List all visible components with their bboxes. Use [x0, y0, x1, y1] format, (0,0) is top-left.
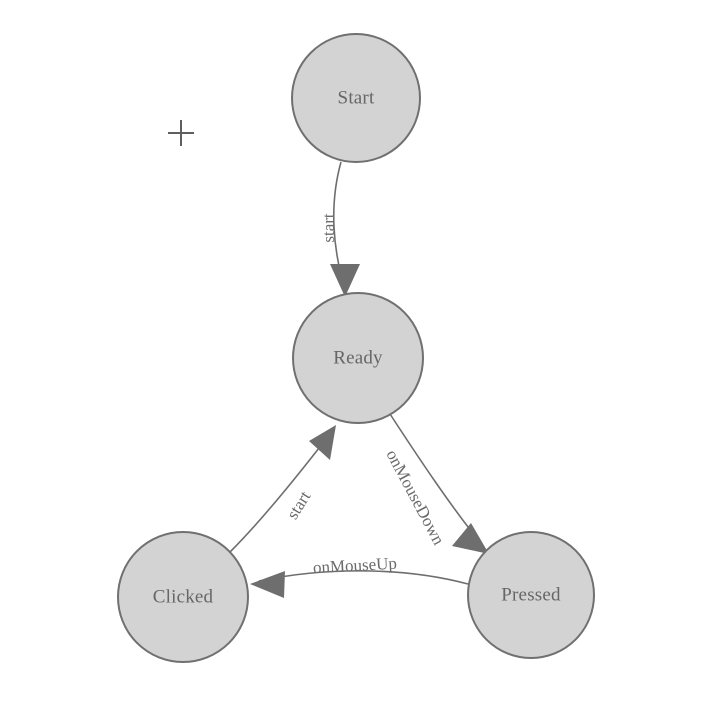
edge-pressed-to-clicked[interactable]: onMouseUp	[250, 554, 469, 598]
edge-label-group: onMouseDown	[382, 447, 448, 549]
arrow-head-icon	[250, 571, 285, 598]
node-circle[interactable]	[292, 292, 424, 424]
node-label-pressed: Pressed	[501, 584, 561, 605]
edge-label-group: start	[319, 213, 338, 243]
edge-label-start: start	[319, 213, 338, 243]
node-start[interactable]: Start	[291, 33, 421, 163]
markers-layer	[168, 120, 194, 146]
edge-label-onmousedown: onMouseDown	[382, 447, 448, 549]
edge-label-start-2: start	[283, 487, 315, 522]
crosshair-marker[interactable]	[168, 120, 194, 146]
edge-label-onmouseup: onMouseUp	[312, 554, 397, 577]
arrow-head-icon	[452, 523, 489, 554]
node-label-clicked: Clicked	[153, 586, 214, 607]
node-circle[interactable]	[467, 531, 595, 659]
arrow-head-icon	[309, 425, 336, 460]
edge-label-group: onMouseUp	[312, 554, 397, 577]
edge-line	[229, 433, 331, 553]
arrow-head-icon	[330, 264, 360, 297]
node-circle[interactable]	[117, 531, 249, 663]
node-clicked[interactable]: Clicked	[117, 531, 249, 663]
node-ready[interactable]: Ready	[292, 292, 424, 424]
node-circle[interactable]	[291, 33, 421, 163]
edge-ready-to-pressed[interactable]: onMouseDown	[382, 413, 489, 554]
nodes-layer: Start Ready Clicked Pressed	[117, 33, 595, 663]
edge-start-to-ready[interactable]: start	[319, 161, 360, 297]
node-label-start: Start	[338, 87, 375, 108]
edge-clicked-to-ready[interactable]: start	[229, 425, 336, 553]
edge-label-group: start	[283, 487, 315, 522]
node-label-ready: Ready	[333, 347, 383, 368]
node-pressed[interactable]: Pressed	[467, 531, 595, 659]
